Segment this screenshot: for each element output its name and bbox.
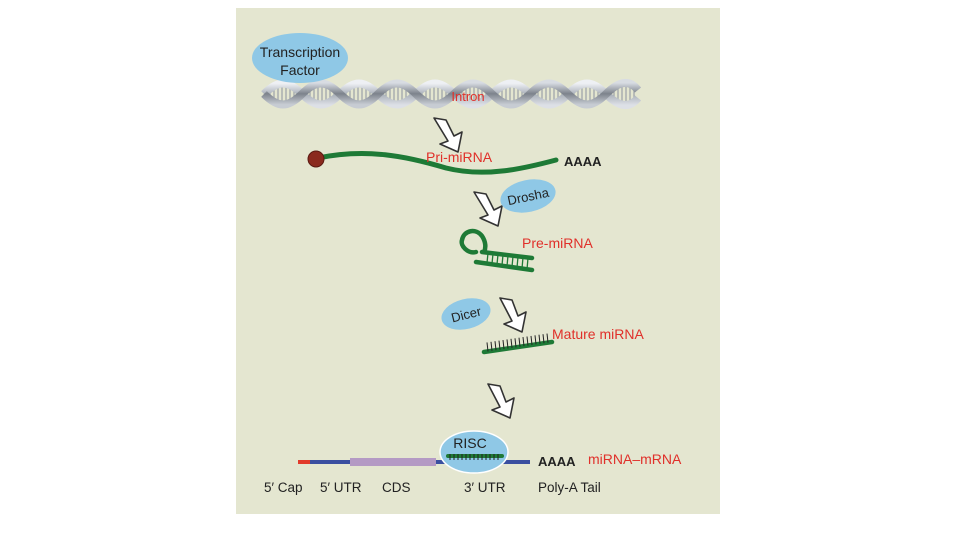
cds-label: CDS xyxy=(382,480,411,495)
arrow-dicer xyxy=(500,298,526,332)
pre-mirna-label: Pre-miRNA xyxy=(522,235,593,251)
poly-a-tail-label: Poly-A Tail xyxy=(538,480,601,495)
mature-mirna-strand xyxy=(484,342,552,352)
intron-label: Intron xyxy=(451,89,484,104)
three-utr-label: 3′ UTR xyxy=(464,480,506,495)
mirna-biogenesis-diagram: Transcription Factor Intron Pri-miRNA AA… xyxy=(236,8,720,514)
transcription-factor-label-2: Factor xyxy=(280,62,320,78)
mature-mirna-label: Mature miRNA xyxy=(552,326,644,342)
transcription-factor-label: Transcription xyxy=(260,44,340,60)
arrow-loading xyxy=(488,384,514,418)
five-utr-label: 5′ UTR xyxy=(320,480,362,495)
diagram-panel: Transcription Factor Intron Pri-miRNA AA… xyxy=(236,8,720,514)
mrna-polya: AAAA xyxy=(538,454,576,469)
arrow-transcription xyxy=(434,118,462,152)
pri-mirna-cap xyxy=(308,151,324,167)
five-cap-label: 5′ Cap xyxy=(264,480,303,495)
arrow-drosha xyxy=(474,192,502,226)
pri-mirna-label: Pri-miRNA xyxy=(426,149,493,165)
risc-label: RISC xyxy=(453,435,486,451)
mirna-mrna-label: miRNA–mRNA xyxy=(588,451,682,467)
pri-mirna-polya: AAAA xyxy=(564,154,602,169)
